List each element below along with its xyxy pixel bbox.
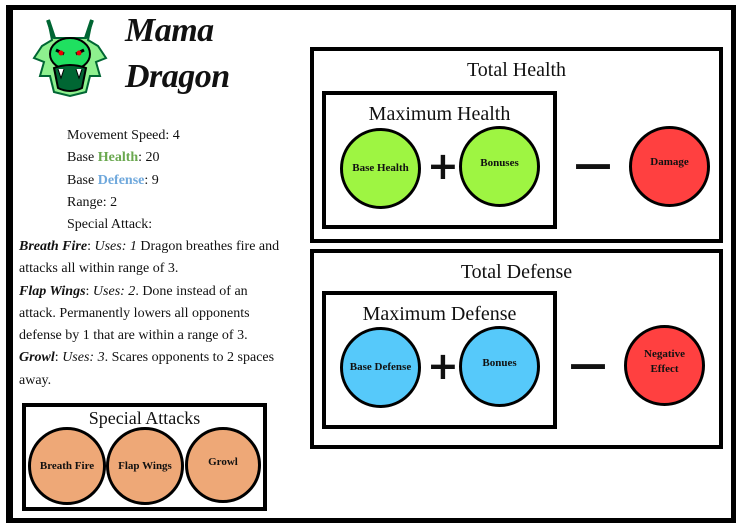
minus-icon: —: [574, 142, 612, 186]
base-health-circle: Base Health: [340, 128, 421, 209]
negative-effect-circle: Negative Effect: [624, 325, 705, 406]
minus-icon: —: [569, 342, 607, 386]
total-defense-title: Total Defense: [460, 261, 573, 283]
growl-circle: Growl: [185, 427, 261, 503]
attack-descriptions: Breath Fire: Uses: 1 Dragon breathes fir…: [19, 236, 281, 392]
flap-wings-circle: Flap Wings: [106, 427, 184, 505]
defense-bonuses-circle: Bonues: [459, 326, 540, 407]
base-defense-circle: Base Defense: [340, 327, 421, 408]
total-health-title: Total Health: [466, 59, 567, 81]
special-attacks-title: Special Attacks: [88, 408, 201, 428]
character-name: Mama Dragon: [125, 8, 230, 100]
dragon-head-icon: [32, 19, 108, 98]
maximum-defense-title: Maximum Defense: [362, 303, 517, 325]
total-health-box: Total Health: [310, 47, 723, 243]
special-attacks-box: Special Attacks: [22, 403, 267, 511]
negative-effect-line-1: Negative: [644, 347, 685, 360]
breath-fire-circle: Breath Fire: [28, 427, 106, 505]
card-frame: [6, 5, 736, 523]
plus-icon: +: [427, 144, 459, 188]
maximum-defense-box: Maximum Defense: [322, 291, 557, 429]
total-defense-box: Total Defense: [310, 249, 723, 449]
stat-health: Base Health: 20: [67, 150, 160, 166]
stat-movement: Movement Speed: 4: [67, 128, 180, 143]
name-line-2: Dragon: [125, 58, 230, 95]
attack-flap-wings: Flap Wings: Uses: 2. Done instead of an …: [19, 283, 250, 344]
stat-defense: Base Defense: 9: [67, 172, 159, 188]
attack-breath-fire: Breath Fire: Uses: 1 Dragon breathes fir…: [19, 239, 280, 277]
maximum-health-title: Maximum Health: [368, 103, 511, 125]
negative-effect-line-2: Effect: [650, 362, 679, 375]
name-line-1: Mama: [125, 12, 214, 49]
stat-range: Range: 2: [67, 194, 118, 210]
stat-special-label: Special Attack:: [67, 217, 153, 233]
maximum-health-box: Maximum Health: [322, 91, 557, 229]
health-bonuses-circle: Bonuses: [459, 126, 540, 207]
plus-icon: +: [427, 344, 459, 388]
damage-circle: Damage: [629, 126, 710, 207]
stats-list: Movement Speed: 4 Base Health: 20 Base D…: [67, 125, 180, 236]
attack-growl: Growl: Uses: 3. Scares opponents to 2 sp…: [19, 350, 275, 388]
